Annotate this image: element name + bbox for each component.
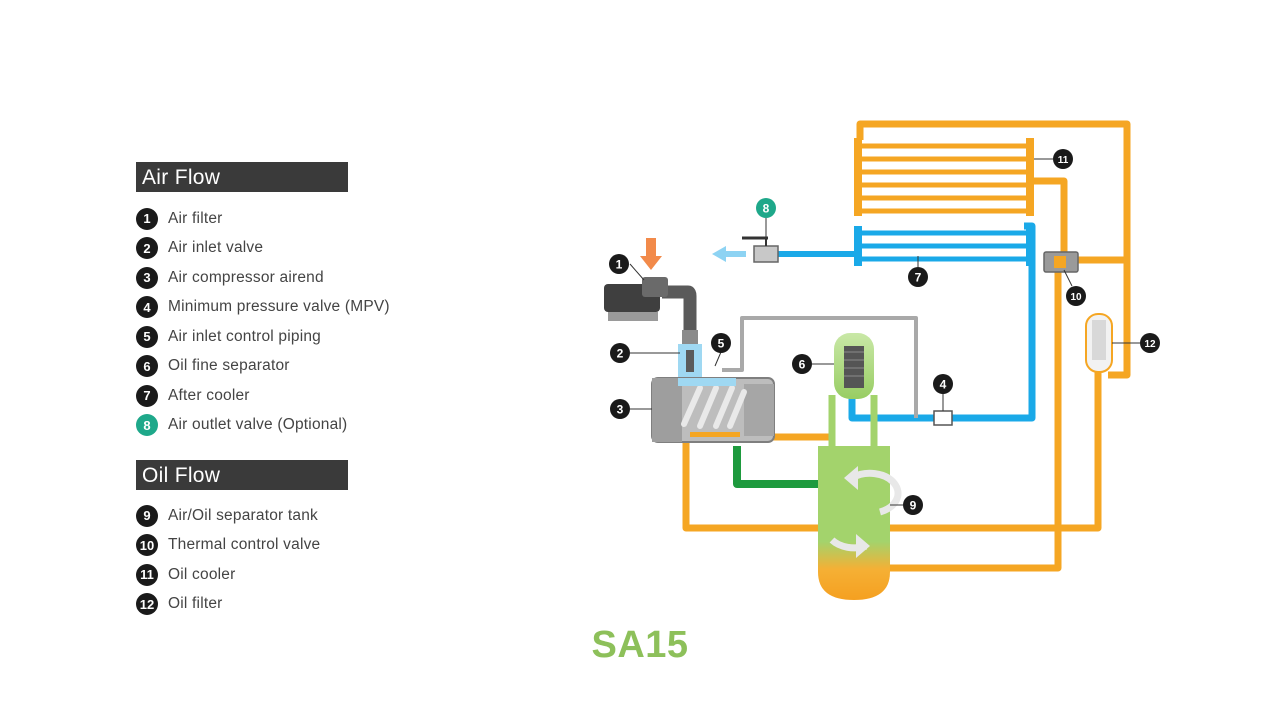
oil-flow-legend: Oil Flow 9 Air/Oil separator tank 10 Therm… [136, 460, 436, 619]
legend-label: Air compressor airend [168, 268, 324, 286]
legend-label: Thermal control valve [168, 536, 321, 554]
legend-label: After cooler [168, 386, 250, 404]
callout-leader-lines [629, 158, 1140, 506]
legend-item: 7 After cooler [136, 381, 436, 411]
thermal-control-valve [1043, 251, 1079, 273]
oil-cooler [854, 138, 1034, 216]
air-compressor-airend [651, 377, 775, 443]
legend-label: Air inlet valve [168, 239, 264, 257]
oil-flow-legend-list: 9 Air/Oil separator tank 10 Thermal contro… [136, 501, 436, 619]
callout-9: 9 [903, 495, 923, 515]
legend-number-badge: 1 [136, 207, 158, 230]
model-name: SA15 [591, 624, 689, 666]
legend-label: Minimum pressure valve (MPV) [168, 298, 390, 316]
legend-label: Air filter [168, 209, 223, 227]
legend-label: Air/Oil separator tank [168, 506, 318, 524]
svg-text:5: 5 [718, 337, 725, 351]
callout-1: 1 [609, 254, 629, 274]
oil-injection-piping [733, 446, 826, 488]
legend-number-badge: 3 [136, 266, 158, 289]
legend-label: Oil cooler [168, 565, 236, 583]
legend-label: Air inlet control piping [168, 327, 321, 345]
svg-text:7: 7 [915, 271, 922, 285]
intake-arrow-icon [640, 238, 662, 270]
legend-item: 3 Air compressor airend [136, 263, 436, 293]
callout-11: 11 [1053, 149, 1073, 169]
legend-label: Air outlet valve (Optional) [168, 416, 348, 434]
air-outlet-arrow-icon [712, 246, 746, 262]
svg-text:8: 8 [763, 202, 770, 216]
callout-10: 10 [1066, 286, 1086, 306]
callout-12: 12 [1140, 333, 1160, 353]
oil-flow-legend-title: Oil Flow [136, 460, 348, 490]
minimum-pressure-valve [933, 410, 953, 426]
legend-number-badge: 2 [136, 237, 158, 260]
svg-text:1: 1 [616, 258, 623, 272]
legend-label: Oil filter [168, 595, 223, 613]
air-flow-legend-title: Air Flow [136, 162, 348, 192]
legend-item: 2 Air inlet valve [136, 234, 436, 264]
legend-item: 1 Air filter [136, 204, 436, 234]
svg-text:4: 4 [940, 378, 947, 392]
legend-item: 8 Air outlet valve (Optional) [136, 411, 436, 441]
legend-number-badge: 4 [136, 296, 158, 319]
svg-text:12: 12 [1144, 339, 1156, 350]
oil-fine-separator [834, 333, 874, 399]
air-filter [604, 277, 697, 330]
legend-item: 9 Air/Oil separator tank [136, 501, 436, 531]
callout-2: 2 [610, 343, 630, 363]
svg-text:3: 3 [617, 403, 624, 417]
legend-item: 12 Oil filter [136, 590, 436, 620]
legend-number-badge: 5 [136, 325, 158, 348]
legend-label: Oil fine separator [168, 357, 290, 375]
legend-item: 4 Minimum pressure valve (MPV) [136, 293, 436, 323]
svg-text:2: 2 [617, 347, 624, 361]
svg-text:9: 9 [910, 499, 917, 513]
svg-text:10: 10 [1070, 292, 1082, 303]
legend-number-badge: 6 [136, 355, 158, 378]
callout-4: 4 [933, 374, 953, 394]
legend-item: 11 Oil cooler [136, 560, 436, 590]
air-oil-separator-tank [818, 395, 902, 600]
legend-number-badge-optional: 8 [136, 414, 158, 437]
oil-filter [1085, 313, 1113, 373]
svg-text:6: 6 [799, 358, 806, 372]
air-flow-legend-list: 1 Air filter 2 Air inlet valve 3 Air compre… [136, 204, 436, 440]
legend-item: 5 Air inlet control piping [136, 322, 436, 352]
callout-3: 3 [610, 399, 630, 419]
air-outlet-valve [742, 236, 779, 263]
legend-number-badge: 9 [136, 504, 158, 527]
legend-number-badge: 10 [136, 534, 158, 557]
callout-7: 7 [908, 267, 928, 287]
legend-number-badge: 12 [136, 593, 158, 616]
legend-item: 10 Thermal control valve [136, 531, 436, 561]
callout-8: 8 [756, 198, 776, 218]
legend-number-badge: 11 [136, 563, 158, 586]
legend-item: 6 Oil fine separator [136, 352, 436, 382]
callout-5: 5 [711, 333, 731, 353]
callout-6: 6 [792, 354, 812, 374]
svg-text:11: 11 [1058, 155, 1069, 166]
after-cooler [854, 226, 1034, 266]
legend-number-badge: 7 [136, 384, 158, 407]
